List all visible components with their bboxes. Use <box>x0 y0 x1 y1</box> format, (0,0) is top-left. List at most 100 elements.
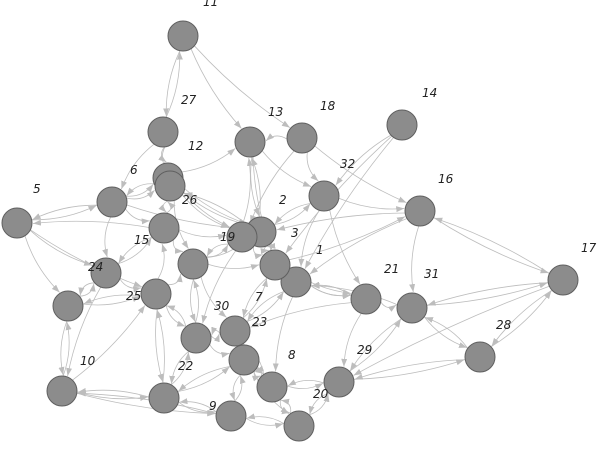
edge-5-to-24 <box>29 230 93 266</box>
node-label-13: 13 <box>268 105 283 119</box>
node-8[interactable] <box>256 371 288 403</box>
edge-27-to-11 <box>165 51 183 118</box>
node-6[interactable] <box>96 186 128 218</box>
edge-5-to-34 <box>24 235 60 293</box>
node-label-17: 17 <box>581 241 597 255</box>
node-5[interactable] <box>1 207 33 239</box>
edge-25-to-15 <box>157 243 168 280</box>
edge-6-to-24 <box>102 216 112 258</box>
edge-17-to-29 <box>353 285 550 376</box>
node-label-19: 19 <box>220 230 235 244</box>
node-10[interactable] <box>46 375 78 407</box>
node-3[interactable] <box>259 249 291 281</box>
edge-5-to-25 <box>30 229 142 288</box>
node-18[interactable] <box>286 122 318 154</box>
edge-6-to-5 <box>32 204 98 220</box>
edge-19-to-13 <box>242 157 253 223</box>
node-27[interactable] <box>147 116 179 148</box>
node-24[interactable] <box>90 257 122 289</box>
edge-21-to-7 <box>250 302 352 328</box>
edge-9-to-20 <box>245 417 284 429</box>
node-label-24: 24 <box>88 260 103 274</box>
node-4[interactable] <box>177 248 209 280</box>
edge-16-to-1 <box>309 218 408 275</box>
node-25[interactable] <box>140 278 172 310</box>
node-9[interactable] <box>215 400 247 432</box>
node-32[interactable] <box>308 180 340 212</box>
node-26[interactable] <box>154 170 186 202</box>
edge-22-to-25 <box>156 309 165 384</box>
edge-25-to-4 <box>167 274 183 286</box>
node-label-27: 27 <box>181 93 197 107</box>
edge-24-to-10 <box>66 286 102 377</box>
edge-4-to-7 <box>200 276 227 318</box>
node-7[interactable] <box>219 315 251 347</box>
node-label-25: 25 <box>126 289 141 303</box>
edge-2-to-32 <box>273 203 311 225</box>
node-23[interactable] <box>228 344 260 376</box>
edge-15-to-24 <box>118 236 153 264</box>
node-17[interactable] <box>547 264 579 296</box>
edge-17-to-16 <box>434 217 550 274</box>
node-label-32: 32 <box>340 157 355 171</box>
node-13[interactable] <box>234 126 266 158</box>
node-label-12: 12 <box>188 139 203 153</box>
node-21[interactable] <box>350 283 382 315</box>
edge-25-to-30 <box>165 305 186 327</box>
edge-33-to-29 <box>341 313 362 367</box>
edge-16-to-2 <box>276 212 406 231</box>
node-label-26: 26 <box>182 193 198 207</box>
edge-29-to-8 <box>287 379 325 387</box>
edge-6-to-12 <box>125 184 154 197</box>
edge-12-to-13 <box>181 148 236 173</box>
node-15[interactable] <box>148 212 180 244</box>
node-label-30: 30 <box>214 299 230 313</box>
edge-32-to-16 <box>338 197 405 213</box>
node-19[interactable] <box>226 221 258 253</box>
node-label-31: 31 <box>424 267 439 281</box>
edge-16-to-17 <box>433 217 549 274</box>
edge-8-to-20 <box>279 399 290 415</box>
node-30[interactable] <box>180 322 212 354</box>
node-16[interactable] <box>404 195 436 227</box>
node-29[interactable] <box>323 366 355 398</box>
node-label-14: 14 <box>422 86 437 100</box>
node-label-23: 23 <box>252 315 267 329</box>
node-label-22: 22 <box>178 359 193 373</box>
edge-12-to-6 <box>126 183 155 196</box>
edge-19-to-3 <box>252 246 263 260</box>
node-label-15: 15 <box>134 233 149 247</box>
node-28[interactable] <box>464 341 496 373</box>
node-22[interactable] <box>148 382 180 414</box>
node-label-20: 20 <box>313 387 329 401</box>
node-label-21: 21 <box>384 262 399 276</box>
edge-29-to-31 <box>349 319 402 372</box>
node-label-16: 16 <box>438 172 454 186</box>
edge-21-to-31 <box>380 301 397 312</box>
edge-29-to-28 <box>353 359 465 380</box>
edge-10-to-34 <box>62 321 72 377</box>
edge-23-to-22 <box>178 366 231 392</box>
edge-5-to-6 <box>31 205 97 221</box>
node-14[interactable] <box>386 109 418 141</box>
node-1[interactable] <box>280 266 312 298</box>
labels-layer: 1235678910111213141516171819202122232425… <box>33 0 597 413</box>
edge-22-to-30 <box>170 352 191 386</box>
edge-28-to-17 <box>490 290 552 348</box>
edge-28-to-29 <box>354 359 466 380</box>
edge-7-to-30 <box>211 326 221 336</box>
edge-32-to-21 <box>329 209 361 285</box>
edge-13-to-32 <box>261 150 312 187</box>
node-34[interactable] <box>52 290 84 322</box>
edge-33-to-1 <box>311 281 352 296</box>
node-label-28: 28 <box>496 318 512 332</box>
edge-7-to-1 <box>246 291 284 322</box>
edge-15-to-5 <box>32 219 150 228</box>
node-11[interactable] <box>167 20 199 52</box>
node-label-10: 10 <box>80 354 96 368</box>
edge-34-to-10 <box>58 320 68 376</box>
node-31[interactable] <box>396 292 428 324</box>
edge-9-to-23 <box>234 375 246 402</box>
node-20[interactable] <box>283 410 315 442</box>
